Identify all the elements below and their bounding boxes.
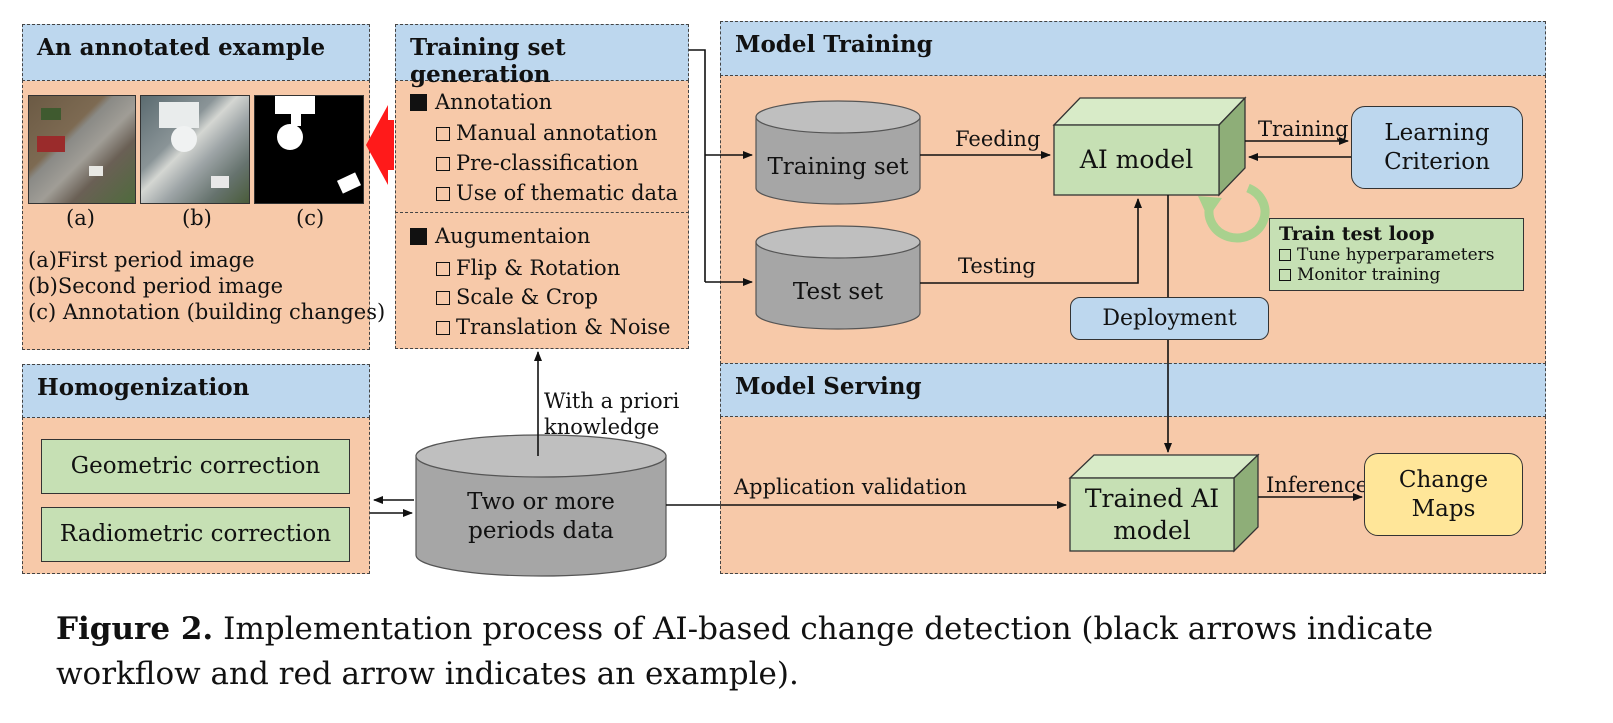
translation-noise-item: Translation & Noise [436, 315, 670, 339]
ai-model-box [1052, 96, 1247, 197]
homogenization-header: Homogenization [22, 364, 370, 418]
legend-second-period: (b)Second period image [28, 274, 284, 298]
pre-classification-item: Pre-classification [436, 151, 639, 175]
thematic-data-item: Use of thematic data [436, 181, 678, 205]
caption-text: Implementation process of AI-based chang… [56, 611, 1434, 692]
filled-square-icon [410, 228, 427, 245]
tune-hyperparameters-item: Tune hyperparameters [1279, 245, 1523, 265]
checkbox-icon [436, 187, 450, 201]
test-set-cylinder [755, 225, 921, 330]
inference-label: Inference [1266, 473, 1369, 497]
training-set-label: Training set [767, 153, 909, 180]
filled-square-icon [410, 94, 427, 111]
periods-data-cylinder [415, 434, 667, 577]
caption-label: Figure 2. [56, 611, 214, 647]
monitor-training-item: Monitor training [1279, 265, 1523, 285]
model-serving-header: Model Serving [720, 363, 1546, 417]
train-test-loop-title: Train test loop [1279, 223, 1435, 245]
figure-caption: Figure 2. Implementation process of AI-b… [56, 607, 1566, 697]
first-period-image [28, 95, 136, 204]
radiometric-correction-box: Radiometric correction [41, 507, 350, 562]
periods-data-label: Two or more periods data [467, 489, 615, 544]
image-label-c: (c) [296, 206, 325, 230]
annotation-image [254, 95, 364, 204]
scale-crop-item: Scale & Crop [436, 285, 598, 309]
trained-ai-model-box [1068, 453, 1260, 553]
train-test-loop-box: Train test loop Tune hyperparameters Mon… [1269, 218, 1524, 291]
annotated-example-header: An annotated example [22, 24, 370, 81]
prior-knowledge-label: With a priori knowledge [544, 389, 680, 440]
training-generation-divider [395, 212, 689, 213]
testing-label: Testing [958, 254, 1036, 278]
second-period-image [140, 95, 250, 204]
test-set-label: Test set [792, 278, 884, 305]
red-arrow-icon [366, 105, 394, 185]
checkbox-icon [436, 127, 450, 141]
training-set-cylinder [755, 100, 921, 205]
image-label-a: (a) [66, 206, 95, 230]
trained-ai-model-label: Trained AI model [1084, 484, 1220, 545]
feeding-label: Feeding [955, 127, 1041, 151]
checkbox-icon [1279, 249, 1291, 261]
checkbox-icon [436, 321, 450, 335]
deployment-box: Deployment [1070, 297, 1269, 340]
image-label-b: (b) [182, 206, 212, 230]
checkbox-icon [436, 262, 450, 276]
legend-first-period: (a)First period image [28, 248, 255, 272]
augmentation-heading: Augumentaion [410, 224, 590, 248]
legend-annotation: (c) Annotation (building changes) [28, 300, 386, 324]
manual-annotation-item: Manual annotation [436, 121, 657, 145]
training-label: Training [1258, 117, 1349, 141]
application-validation-label: Application validation [734, 475, 967, 499]
checkbox-icon [436, 291, 450, 305]
annotation-heading: Annotation [410, 90, 552, 114]
geometric-correction-box: Geometric correction [41, 439, 350, 494]
ai-model-label: AI model [1079, 145, 1194, 175]
flip-rotation-item: Flip & Rotation [436, 256, 620, 280]
training-generation-header: Training set generation [395, 24, 689, 88]
checkbox-icon [436, 157, 450, 171]
learning-criterion-box: Learning Criterion [1351, 106, 1523, 189]
change-maps-box: Change Maps [1364, 453, 1523, 536]
checkbox-icon [1279, 269, 1291, 281]
model-training-header: Model Training [720, 21, 1546, 76]
loop-arrow-icon [1198, 183, 1270, 243]
